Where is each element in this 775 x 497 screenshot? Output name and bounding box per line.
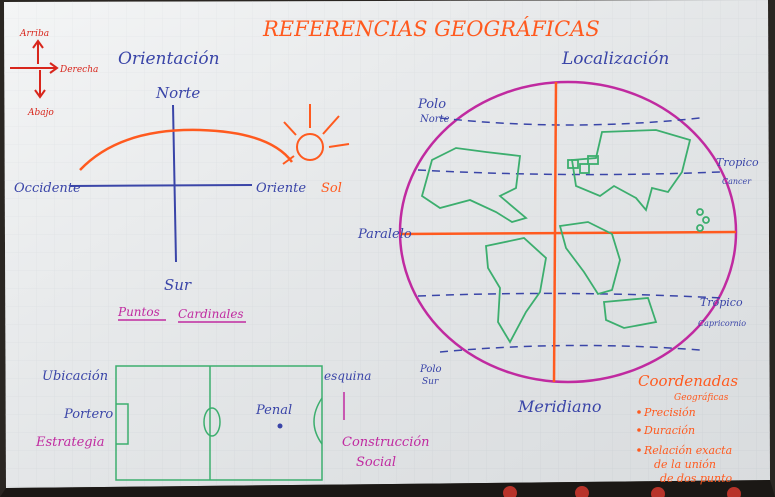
continent-australia bbox=[603, 297, 658, 329]
north-pole-label-a: Polo bbox=[417, 97, 446, 112]
tropic-capricorn-label-b: Capricornio bbox=[698, 319, 746, 328]
arrow-right-label: Derecha bbox=[59, 65, 98, 75]
list-item: de dos punto bbox=[660, 472, 732, 485]
continents bbox=[420, 129, 710, 344]
list-item: Precisión bbox=[643, 406, 696, 419]
north-label: Norte bbox=[155, 84, 200, 102]
football-field bbox=[115, 365, 323, 481]
continent-africa bbox=[558, 221, 621, 296]
coordinates-heading-a: Coordenadas bbox=[638, 372, 738, 390]
magnet bbox=[651, 487, 665, 497]
penalty-spot bbox=[277, 423, 283, 429]
continent-north-america bbox=[420, 147, 528, 223]
meridian-line bbox=[552, 81, 558, 383]
field-strategy-label: Estrategia bbox=[35, 435, 105, 450]
equator-parallel bbox=[399, 230, 737, 236]
magnet bbox=[503, 486, 517, 497]
parallel-label: Paralelo bbox=[357, 227, 412, 242]
continent-eurasia bbox=[570, 129, 692, 212]
field-corner-label: esquina bbox=[324, 369, 371, 383]
list-item: de la unión bbox=[654, 458, 716, 471]
south-pole-label-b: Sur bbox=[422, 377, 439, 387]
west-east-axis bbox=[69, 184, 253, 187]
latitude-lines bbox=[417, 117, 723, 353]
north-pole-label-b: Norte bbox=[419, 114, 450, 125]
list-item: Duración bbox=[643, 424, 695, 437]
field-goalkeeper-label: Portero bbox=[63, 407, 113, 422]
cardinal-caption-a: Puntos bbox=[117, 305, 160, 319]
tropic-cancer-label-a: Tropico bbox=[716, 156, 759, 169]
magnet bbox=[575, 486, 589, 497]
south-label: Sur bbox=[164, 276, 192, 294]
sun-icon bbox=[282, 104, 350, 165]
sun-path-arc bbox=[79, 128, 294, 171]
east-label: Oriente bbox=[256, 181, 306, 196]
arrow-diagram bbox=[10, 39, 59, 99]
field-penalty-label: Penal bbox=[255, 403, 292, 418]
coordinates-list: Precisión Duración Relación exacta de la… bbox=[643, 406, 732, 485]
cardinal-caption-b: Cardinales bbox=[178, 307, 244, 321]
sun-label: Sol bbox=[321, 181, 342, 196]
localization-heading: Localización bbox=[561, 49, 669, 69]
arrow-up-label: Arriba bbox=[19, 29, 49, 39]
coordinates-heading-b: Geográficas bbox=[674, 392, 729, 403]
tropic-cancer-label-b: Cancer bbox=[722, 177, 752, 186]
west-label: Occidente bbox=[14, 181, 81, 196]
arrow-down-label: Abajo bbox=[27, 108, 54, 118]
construction-label-b: Social bbox=[356, 455, 396, 470]
construction-label-a: Construcción bbox=[342, 435, 430, 450]
orientation-heading: Orientación bbox=[118, 49, 220, 69]
meridian-label: Meridiano bbox=[517, 397, 601, 416]
south-pole-label-a: Polo bbox=[419, 364, 442, 375]
board-title: REFERENCIAS GEOGRÁFICAS bbox=[262, 17, 600, 41]
tropic-capricorn-label-a: Tropico bbox=[700, 296, 743, 309]
continent-south-america bbox=[485, 237, 547, 344]
magnet bbox=[727, 487, 741, 497]
list-item: Relación exacta bbox=[643, 444, 732, 457]
field-location-label: Ubicación bbox=[42, 369, 108, 384]
